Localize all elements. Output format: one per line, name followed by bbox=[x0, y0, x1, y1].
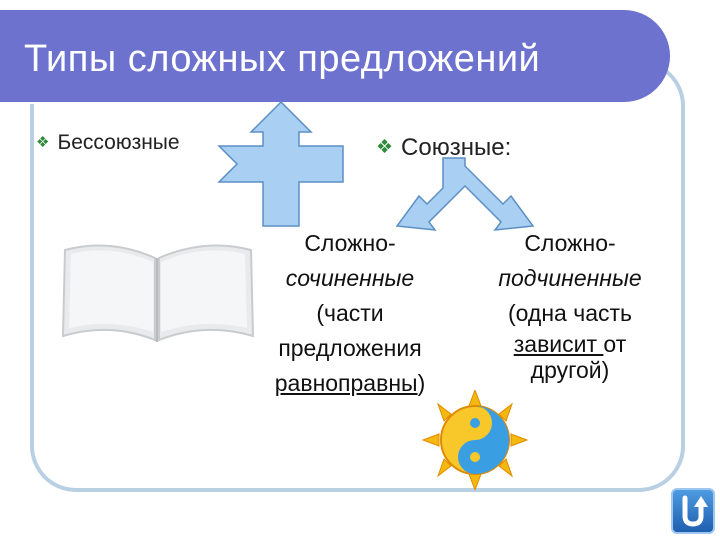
title-banner: Типы сложных предложений bbox=[0, 10, 670, 104]
open-book-icon bbox=[61, 244, 255, 342]
compound-line-5: равноправны) bbox=[255, 366, 445, 401]
compound-underlined-word: равноправны bbox=[274, 370, 418, 396]
complex-line-3: (одна часть bbox=[507, 300, 633, 326]
diamond-bullet-icon: ❖ bbox=[36, 134, 50, 151]
compound-column: Сложно- сочиненные (части предложения ра… bbox=[255, 226, 445, 401]
complex-line-2: подчиненные bbox=[498, 265, 642, 291]
complex-line-4: зависит от bbox=[470, 331, 670, 357]
title-underline bbox=[22, 102, 636, 104]
complex-line-4-rest: от bbox=[603, 331, 627, 357]
compound-line-4: предложения bbox=[278, 335, 422, 361]
return-arrow-icon bbox=[682, 495, 708, 527]
return-button[interactable] bbox=[671, 488, 715, 534]
sun-yin-yang-icon bbox=[421, 390, 529, 490]
bullet-asyndetic: ❖ Бессоюзные bbox=[36, 131, 180, 155]
bullet-conjunctive-label: Союзные: bbox=[401, 134, 512, 161]
compound-line-1: Сложно- bbox=[304, 230, 396, 256]
bullet-asyndetic-label: Бессоюзные bbox=[57, 131, 180, 154]
bullet-conjunctive: ❖ Союзные: bbox=[376, 134, 511, 162]
complex-column: Сложно- подчиненные (одна часть зависит … bbox=[470, 226, 670, 383]
four-way-arrow-icon bbox=[217, 100, 344, 227]
complex-line-5: другой) bbox=[530, 357, 610, 383]
compound-line-3: (части bbox=[316, 300, 384, 326]
slide-title: Типы сложных предложений bbox=[24, 38, 541, 80]
diamond-bullet-icon: ❖ bbox=[376, 137, 394, 158]
split-arrow-icon bbox=[395, 157, 535, 231]
compound-line-2: сочиненные bbox=[285, 265, 415, 291]
complex-line-1: Сложно- bbox=[524, 230, 616, 256]
compound-close-paren: ) bbox=[417, 370, 426, 396]
complex-underlined-word: зависит bbox=[513, 331, 604, 357]
